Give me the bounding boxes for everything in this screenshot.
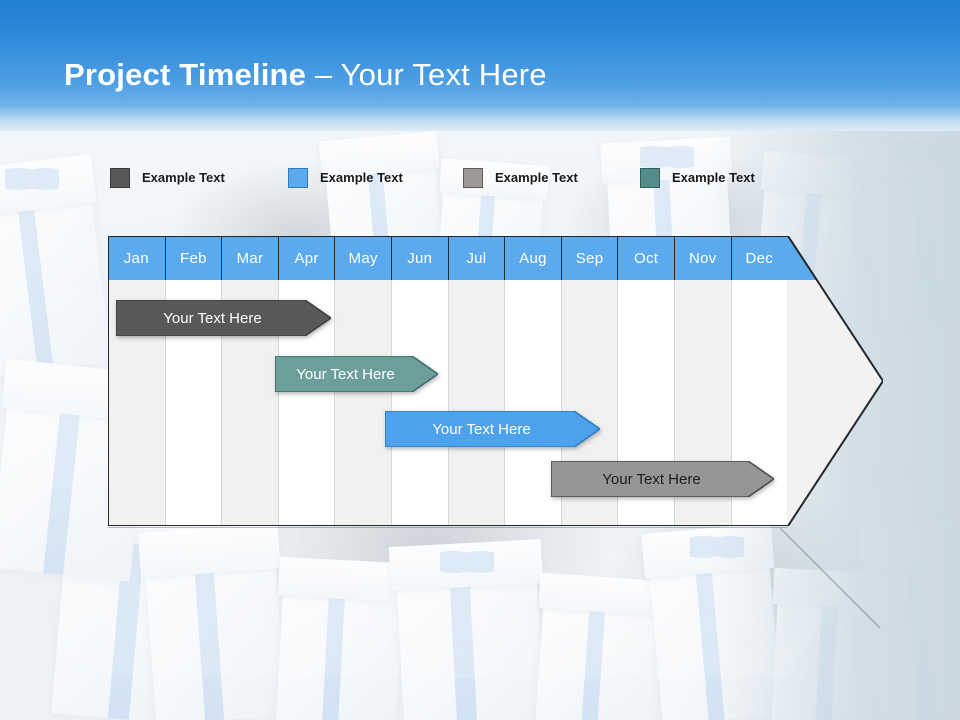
page-title: Project Timeline – Your Text Here: [64, 57, 547, 93]
legend-label: Example Text: [495, 170, 578, 185]
timeline-bar-label: Your Text Here: [163, 309, 262, 327]
title-band: [0, 0, 960, 131]
legend-item: Example Text: [463, 168, 578, 188]
legend-item: Example Text: [640, 168, 755, 188]
legend-label: Example Text: [320, 170, 403, 185]
page-title-light: – Your Text Here: [306, 57, 547, 92]
timeline-bar[interactable]: Your Text Here: [116, 300, 331, 336]
timeline-bar[interactable]: Your Text Here: [385, 411, 600, 447]
timeline-bar-label: Your Text Here: [432, 420, 531, 438]
legend: Example Text Example Text Example Text Exam…: [110, 168, 830, 192]
timeline-bar[interactable]: Your Text Here: [275, 356, 438, 392]
timeline-bar-label: Your Text Here: [602, 470, 701, 488]
timeline-reflection-edge: [108, 527, 788, 528]
legend-swatch-icon: [640, 168, 660, 188]
title-band-fade: [0, 105, 960, 131]
timeline-bar[interactable]: Your Text Here: [551, 461, 774, 497]
timeline-bar-label: Your Text Here: [296, 365, 395, 383]
legend-swatch-icon: [110, 168, 130, 188]
legend-item: Example Text: [110, 168, 225, 188]
legend-label: Example Text: [142, 170, 225, 185]
legend-swatch-icon: [288, 168, 308, 188]
legend-label: Example Text: [672, 170, 755, 185]
legend-item: Example Text: [288, 168, 403, 188]
page-title-bold: Project Timeline: [64, 57, 307, 92]
legend-swatch-icon: [463, 168, 483, 188]
